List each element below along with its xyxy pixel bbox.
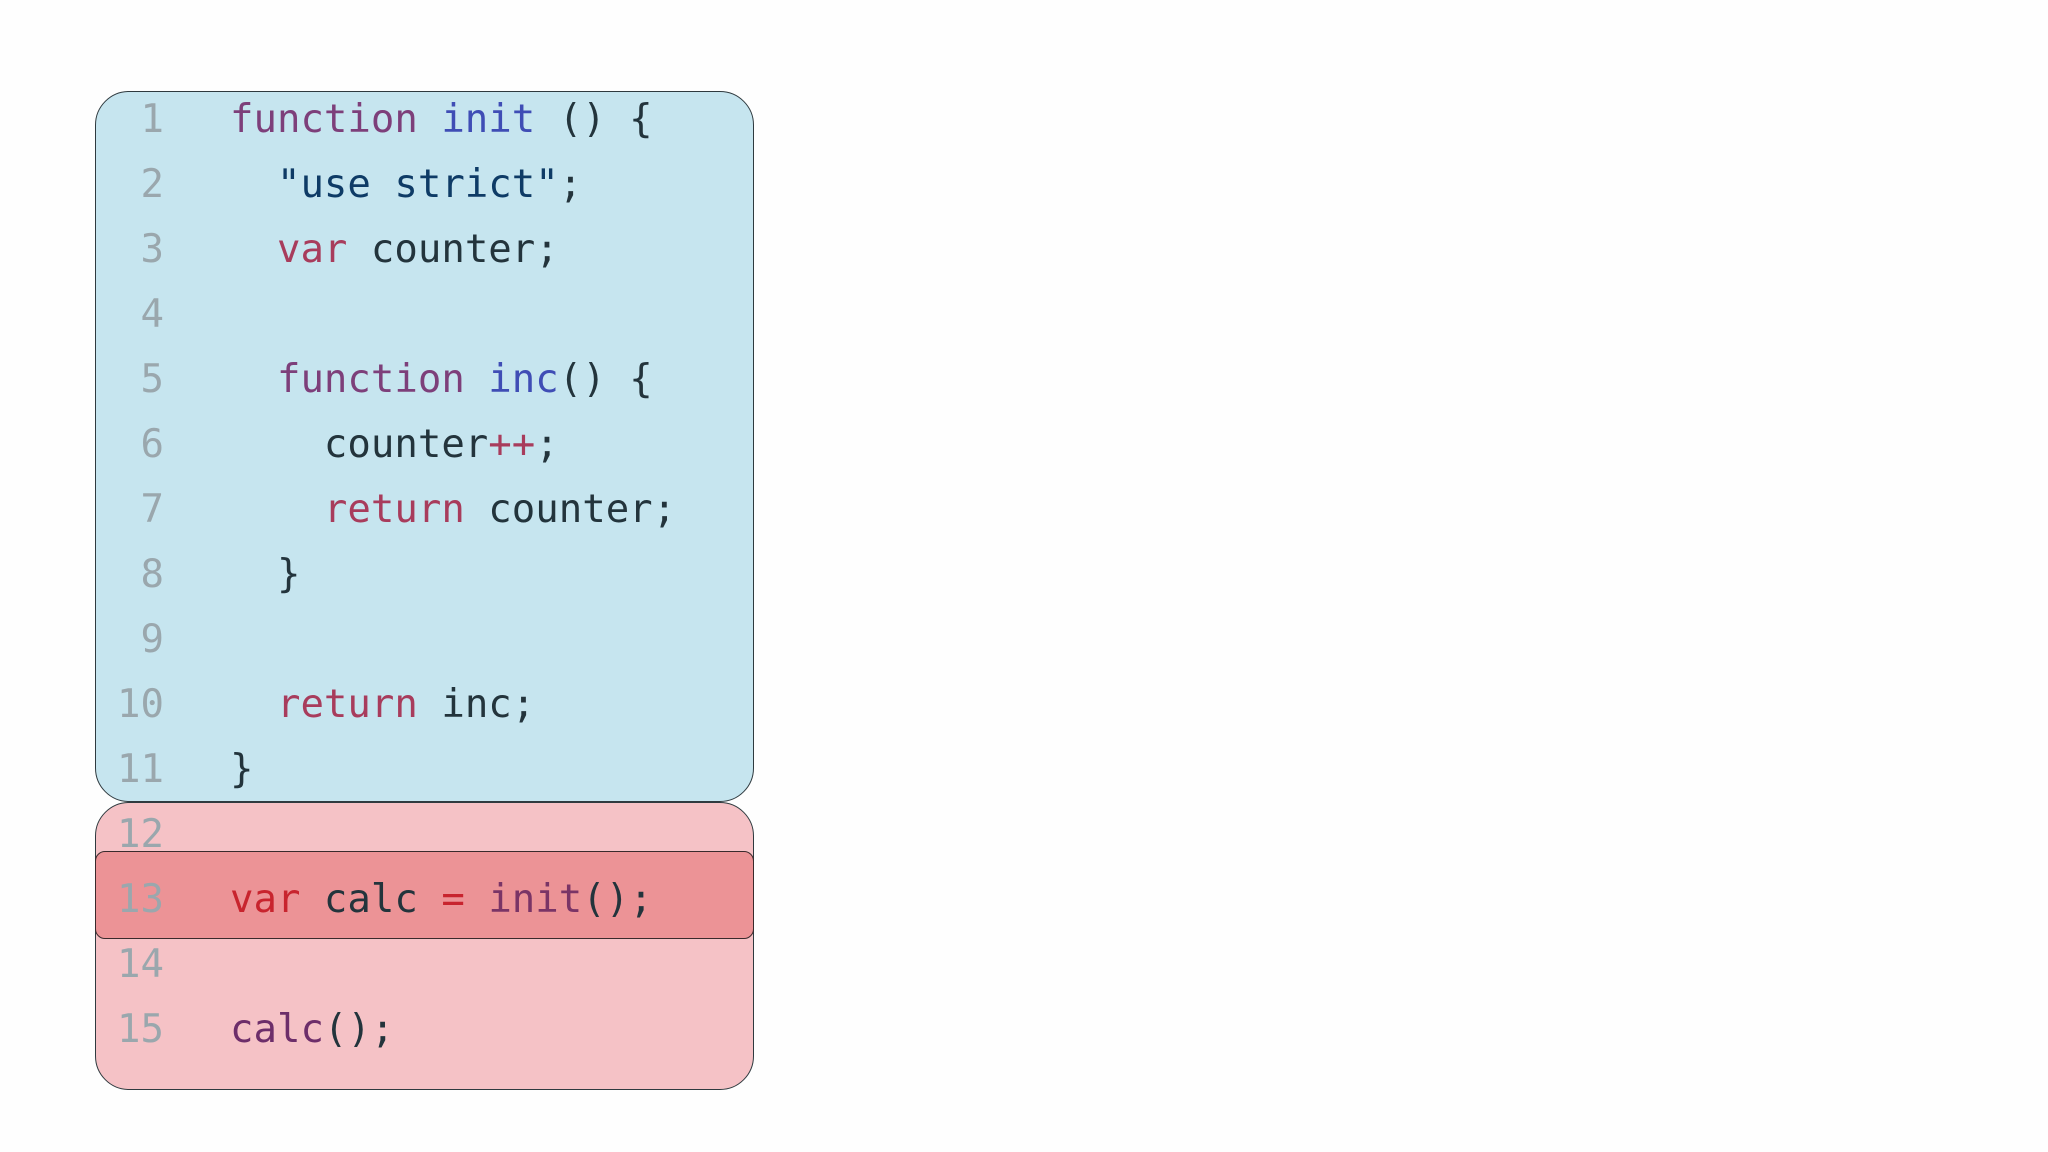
code-token: () { (535, 97, 653, 142)
line-number: 7 (140, 487, 164, 532)
line-number: 15 (117, 1007, 164, 1052)
code-token: function (230, 97, 418, 142)
line-number: 8 (140, 552, 164, 597)
code-line-9: 9 (0, 607, 760, 672)
code-token (465, 357, 488, 402)
code-token (465, 877, 488, 922)
global-scope-box (95, 802, 754, 1090)
code-token: () { (558, 357, 653, 402)
code-line-5: 5 function inc() { (0, 347, 760, 412)
code-text: counter++; (230, 412, 559, 477)
code-token: } (230, 747, 254, 792)
code-token: ++ (488, 422, 536, 467)
code-text: return counter; (230, 477, 676, 542)
code-line-11: 11} (0, 737, 760, 802)
code-text: var counter; (230, 217, 559, 282)
code-token: init (488, 877, 583, 922)
line-number: 4 (140, 292, 164, 337)
code-text: function inc() { (230, 347, 653, 412)
code-text: "use strict"; (230, 152, 582, 217)
code-line-7: 7 return counter; (0, 477, 760, 542)
line-number: 11 (117, 747, 164, 792)
highlighted-line-13 (95, 851, 754, 939)
code-token: init (441, 97, 536, 142)
code-token: (); (582, 877, 653, 922)
code-token: ; (558, 162, 583, 207)
code-line-10: 10 return inc; (0, 672, 760, 737)
line-number: 6 (140, 422, 164, 467)
code-token: counter; (464, 487, 677, 532)
code-token: calc (300, 877, 442, 922)
code-token: ; (535, 422, 559, 467)
code-line-4: 4 (0, 282, 760, 347)
code-token: "use strict" (276, 162, 559, 207)
code-line-6: 6 counter++; (0, 412, 760, 477)
line-number: 3 (140, 227, 164, 272)
code-token: var (230, 877, 301, 922)
code-token (230, 227, 277, 272)
code-line-15: 15 calc(); (0, 997, 760, 1062)
code-token: (); (323, 1007, 395, 1052)
code-token: function (276, 357, 465, 402)
line-number: 13 (117, 877, 164, 922)
code-line-13: 13 var calc = init(); (0, 867, 760, 932)
code-text: } (230, 542, 301, 607)
code-token: counter (230, 422, 489, 467)
code-token: inc (488, 357, 559, 402)
line-number: 2 (140, 162, 164, 207)
line-number: 10 (117, 682, 164, 727)
code-token (230, 487, 324, 532)
code-token: return (323, 487, 465, 532)
line-number: 5 (140, 357, 164, 402)
code-token (230, 162, 277, 207)
code-line-8: 8 } (0, 542, 760, 607)
code-token (230, 357, 277, 402)
code-token (418, 97, 441, 142)
code-line-3: 3 var counter; (0, 217, 760, 282)
code-text: var calc = init(); (230, 867, 653, 932)
code-token: var (276, 227, 348, 272)
code-token: counter; (347, 227, 559, 272)
code-text: return inc; (230, 672, 535, 737)
code-text: calc(); (230, 997, 394, 1062)
code-text: function init () { (230, 87, 653, 152)
code-line-14: 14 (0, 932, 760, 997)
code-token: } (230, 552, 301, 597)
line-number: 12 (117, 812, 164, 857)
line-number: 1 (140, 97, 164, 142)
code-line-2: 2 "use strict"; (0, 152, 760, 217)
line-number: 14 (117, 942, 164, 987)
code-token: inc; (417, 682, 536, 727)
code-token: return (276, 682, 418, 727)
init-function-scope-box (95, 91, 754, 802)
code-token: calc (230, 1007, 324, 1052)
line-number: 9 (140, 617, 164, 662)
code-line-1: 1 function init () { (0, 87, 760, 152)
code-token (230, 682, 277, 727)
code-text: } (230, 737, 253, 802)
code-token: = (441, 877, 465, 922)
code-line-12: 12 (0, 802, 760, 867)
